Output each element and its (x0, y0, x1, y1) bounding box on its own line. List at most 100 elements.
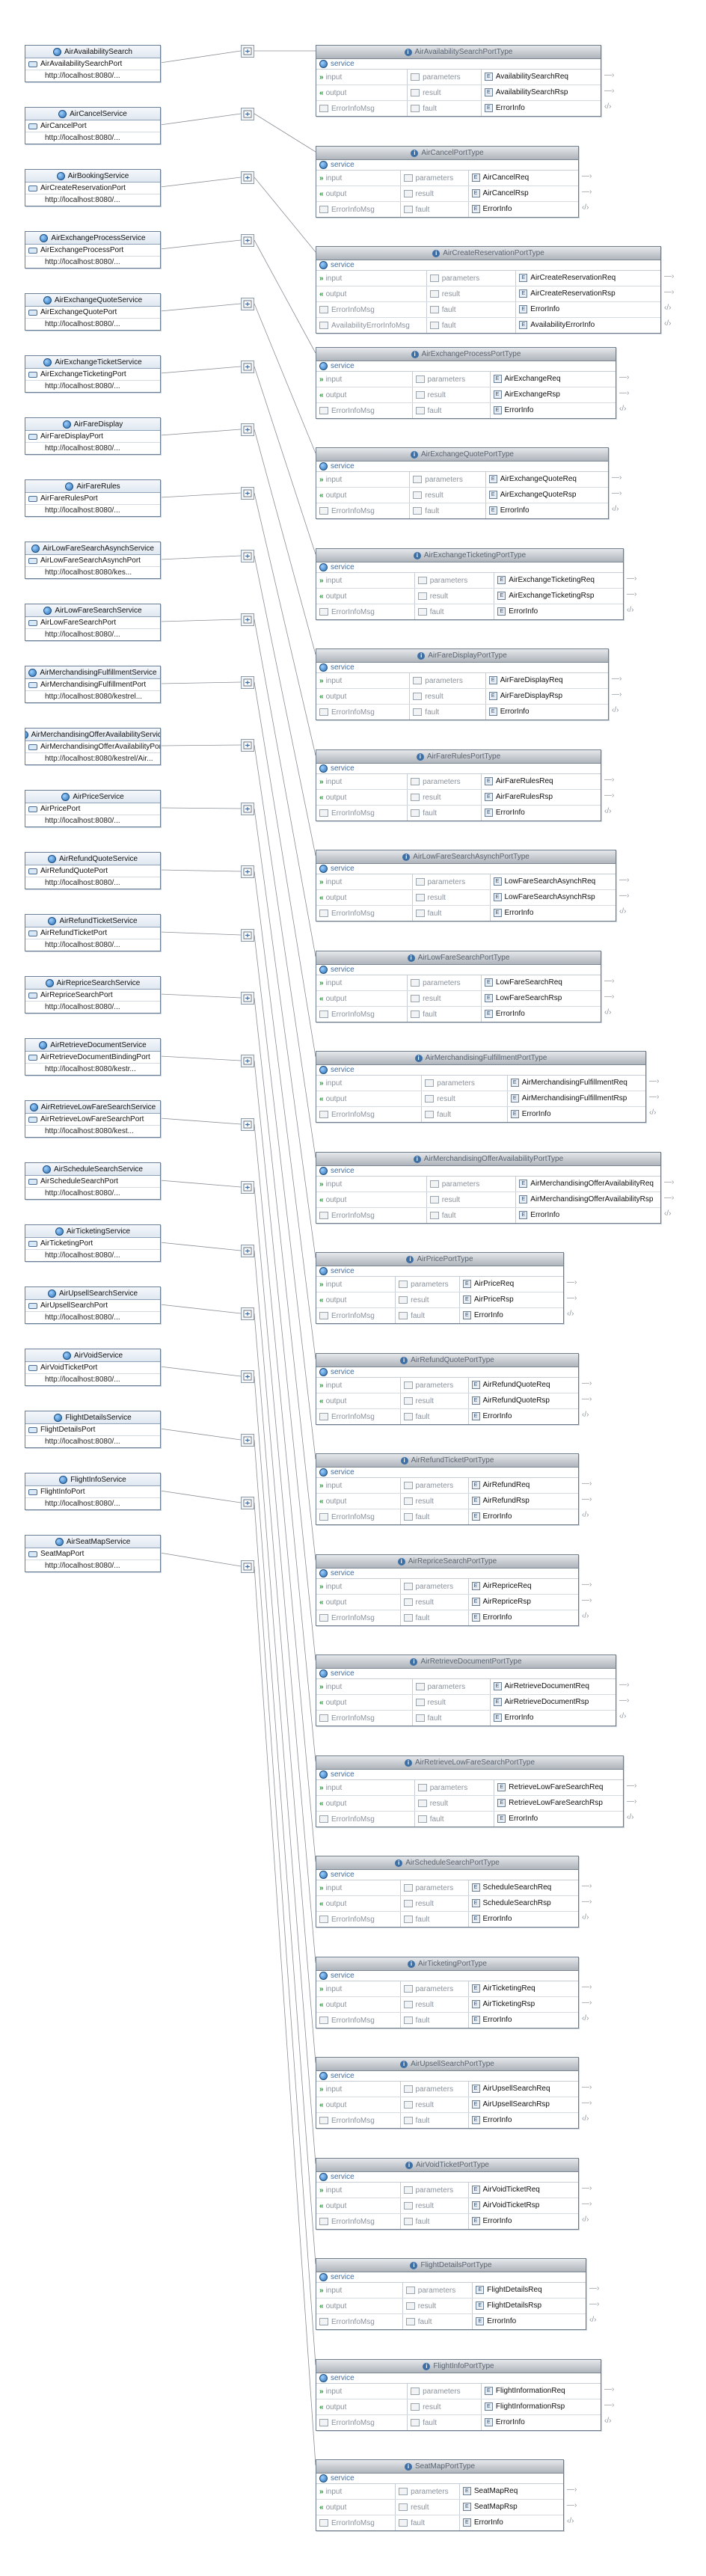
port-row[interactable]: AirRetrieveLowFareSearchPort (25, 1114, 160, 1126)
binding-node[interactable] (241, 1497, 254, 1509)
binding-node[interactable] (241, 361, 254, 373)
binding-node[interactable] (241, 739, 254, 752)
port-row[interactable]: FlightInfoPort (25, 1486, 160, 1498)
port-row[interactable]: AirAvailabilitySearchPort (25, 58, 160, 70)
binding-node[interactable] (241, 676, 254, 689)
port-row[interactable]: AirTicketingPort (25, 1238, 160, 1250)
port-row[interactable]: AirUpsellSearchPort (25, 1300, 160, 1312)
port-row[interactable]: AirScheduleSearchPort (25, 1176, 160, 1188)
binding-node[interactable] (241, 1055, 254, 1067)
binding-node[interactable] (241, 803, 254, 815)
binding-node[interactable] (241, 613, 254, 626)
binding-node[interactable] (241, 423, 254, 436)
port-row[interactable]: AirMerchandisingOfferAvailabilityPort (25, 741, 160, 753)
port-row[interactable]: AirPricePort (25, 803, 160, 815)
port-row[interactable]: AirRefundQuotePort (25, 865, 160, 877)
port-row[interactable]: AirRefundTicketPort (25, 927, 160, 939)
port-row[interactable]: AirFareDisplayPort (25, 431, 160, 443)
binding-node[interactable] (241, 1307, 254, 1320)
port-row[interactable]: FlightDetailsPort (25, 1424, 160, 1436)
port-row[interactable]: AirCancelPort (25, 120, 160, 132)
port-row[interactable]: AirExchangeQuotePort (25, 307, 160, 319)
port-row[interactable]: AirExchangeTicketingPort (25, 369, 160, 381)
binding-node[interactable] (241, 1118, 254, 1131)
port-row[interactable]: AirLowFareSearchPort (25, 617, 160, 629)
binding-node[interactable] (241, 1370, 254, 1383)
binding-node[interactable] (241, 1560, 254, 1573)
binding-node[interactable] (241, 992, 254, 1005)
